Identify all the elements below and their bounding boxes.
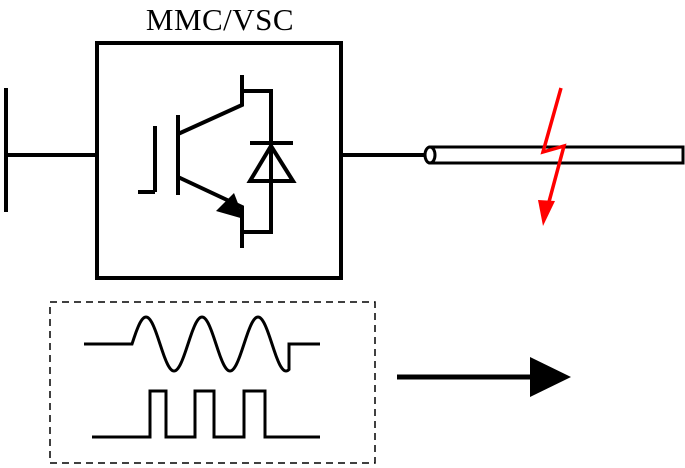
- dc-cable: [423, 145, 685, 165]
- ac-bus: [4, 88, 97, 212]
- collector-lead: [177, 75, 244, 136]
- emitter-arrow-icon: [216, 193, 244, 219]
- diode-branch: [242, 89, 273, 234]
- converter-box: [95, 41, 343, 280]
- sine-waveform-icon: [84, 315, 320, 373]
- control-signal-box: [49, 301, 376, 464]
- right-arrow-icon: [397, 357, 571, 397]
- pwm-pulse-waveform-icon: [92, 389, 320, 439]
- cable-end: [423, 145, 437, 165]
- converter-title: MMC/VSC: [145, 2, 295, 37]
- diode-triangle: [246, 142, 297, 183]
- igbt-with-antiparallel-diode-icon: [138, 75, 297, 248]
- lightning-bolt-icon: [538, 87, 567, 226]
- emitter-lead: [177, 175, 244, 248]
